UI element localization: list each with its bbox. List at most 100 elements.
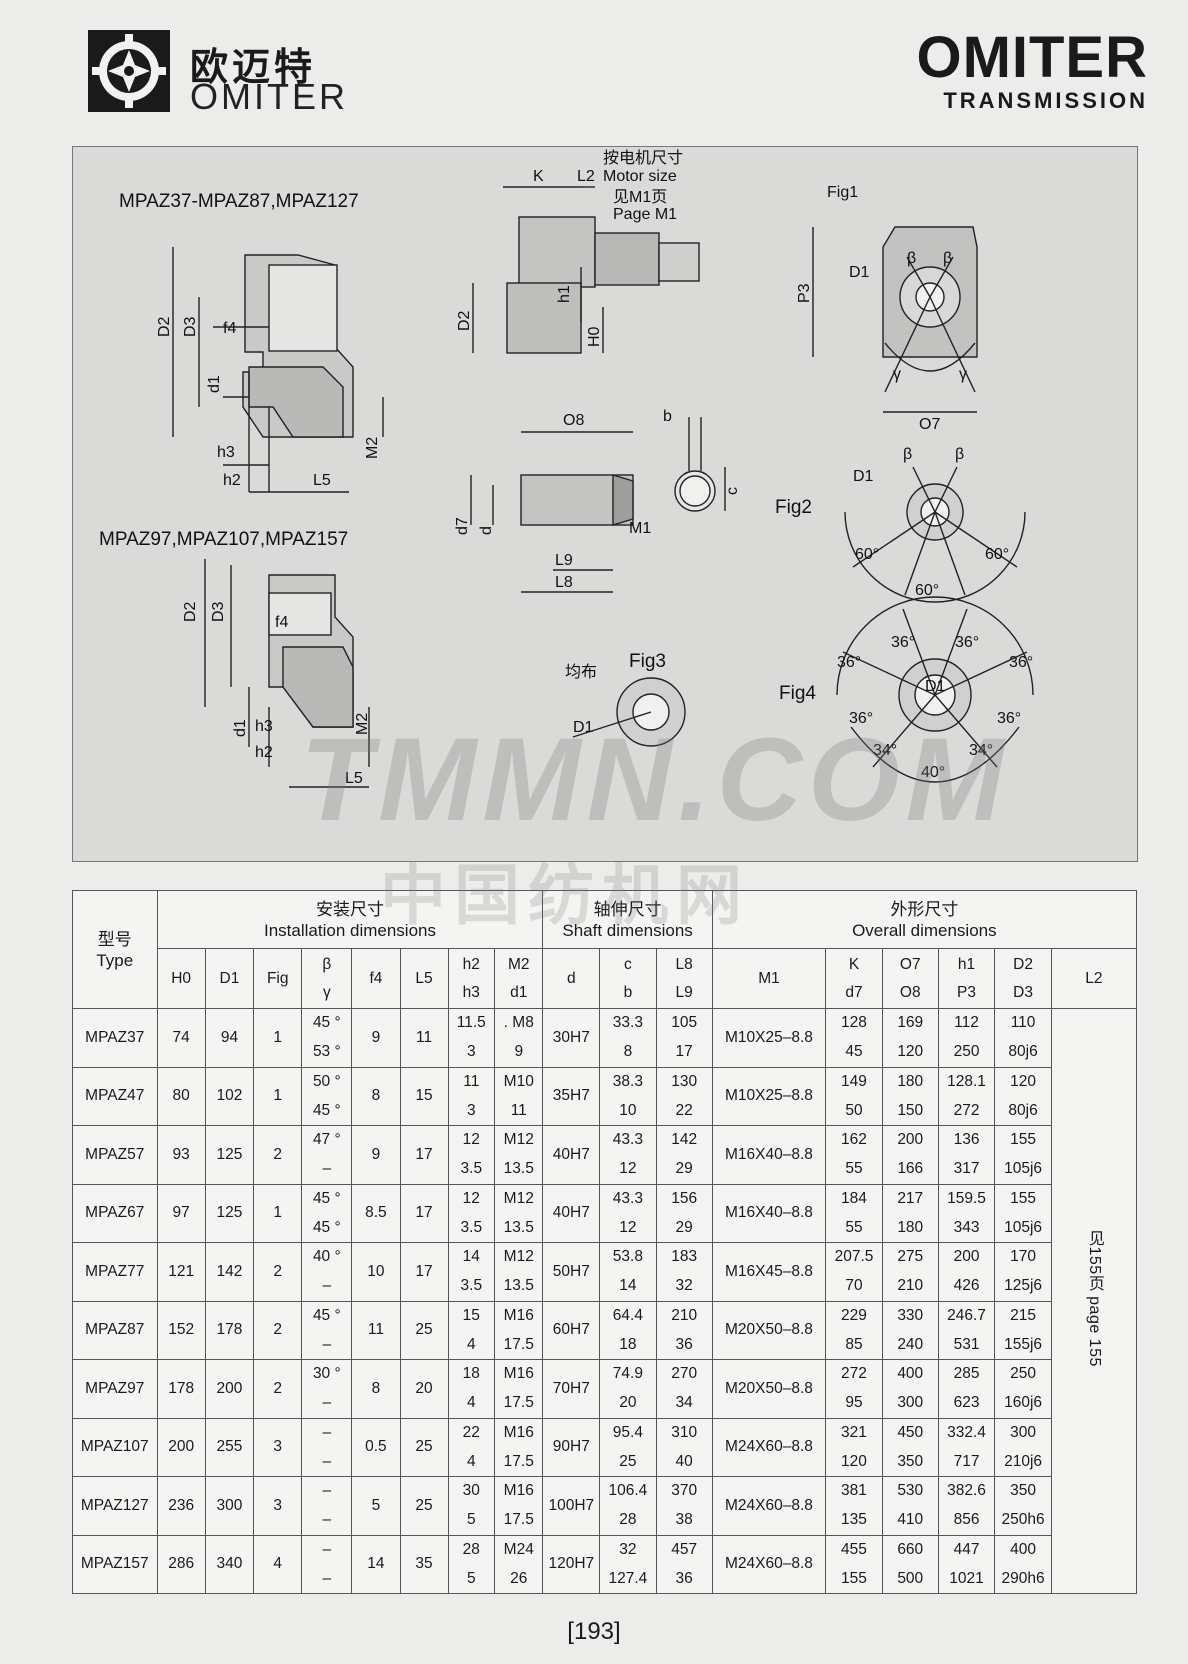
cell-fig: 4 [253, 1534, 303, 1594]
cell-type: MPAZ77 [72, 1242, 158, 1302]
cell-l5: 35 [399, 1534, 449, 1594]
label-36-3: 36° [955, 634, 979, 651]
cell-type: MPAZ87 [72, 1300, 158, 1360]
cell-d: 50H7 [542, 1242, 601, 1302]
label-36-6: 36° [997, 710, 1021, 727]
cell-l5: 20 [399, 1359, 449, 1419]
cell-f4: 0.5 [351, 1417, 401, 1477]
label-d2-b: D2 [182, 601, 199, 622]
cell-d1: 255 [204, 1417, 255, 1477]
label-60-r: 60° [985, 546, 1009, 563]
cell-beta-gamma: 45 °53 ° [301, 1008, 353, 1068]
cell-f4: 14 [351, 1534, 401, 1594]
uniform-label: 均布 [565, 663, 597, 681]
page-ref-en: Page M1 [613, 206, 677, 223]
label-60-b: 60° [915, 582, 939, 599]
cell-h0: 93 [156, 1125, 206, 1185]
label-36-5: 36° [849, 710, 873, 727]
label-d2-a: D2 [156, 316, 173, 337]
cell-type: MPAZ127 [72, 1476, 158, 1536]
group-overall: 外形尺寸 Overall dimensions [711, 890, 1138, 949]
label-m1: M1 [629, 520, 651, 537]
col-h0: H0 [156, 948, 206, 1009]
label-o8: O8 [563, 412, 584, 429]
motor-size-cn: 按电机尺寸 [603, 149, 683, 167]
cell-type: MPAZ97 [72, 1359, 158, 1419]
label-40: 40° [921, 764, 945, 781]
cell-m1: M16X40–8.8 [711, 1183, 827, 1243]
cell-l5: 15 [399, 1066, 449, 1126]
cell-h0: 74 [156, 1008, 206, 1068]
cell-d: 70H7 [542, 1359, 601, 1419]
drawing-title-b: MPAZ97,MPAZ107,MPAZ157 [99, 529, 348, 550]
cell-m1: M10X25–8.8 [711, 1008, 827, 1068]
label-d1-fig1: D1 [849, 264, 870, 281]
cell-fig: 1 [253, 1183, 303, 1243]
cell-m1: M16X45–8.8 [711, 1242, 827, 1302]
cell-fig: 2 [253, 1125, 303, 1185]
brand-right-subtitle: TRANSMISSION [943, 88, 1148, 113]
label-h2-a: h2 [223, 472, 241, 489]
cell-l5: 25 [399, 1476, 449, 1536]
label-gamma-l: γ [893, 366, 901, 383]
fig3-label: Fig3 [629, 651, 666, 672]
label-beta-fig2-l: β [903, 446, 912, 463]
spec-table: 型号 Type 安装尺寸 Installation dimensions 轴伸尺… [72, 890, 1138, 1594]
label-d: d [478, 526, 495, 535]
cell-d: 60H7 [542, 1300, 601, 1360]
label-d1-fig2: D1 [853, 468, 874, 485]
label-l5-a: L5 [313, 472, 331, 489]
cell-h0: 200 [156, 1417, 206, 1477]
label-36-2: 36° [891, 634, 915, 651]
cell-h0: 80 [156, 1066, 206, 1126]
cell-m1: M20X50–8.8 [711, 1359, 827, 1419]
cell-type: MPAZ37 [72, 1008, 158, 1068]
group-shaft: 轴伸尺寸 Shaft dimensions [542, 890, 713, 949]
fig4-label: Fig4 [779, 683, 816, 704]
cell-f4: 11 [351, 1300, 401, 1360]
label-d1-b: d1 [232, 719, 249, 737]
cell-d1: 125 [204, 1125, 255, 1185]
cell-type: MPAZ67 [72, 1183, 158, 1243]
cell-l5: 17 [399, 1242, 449, 1302]
cell-d1: 125 [204, 1183, 255, 1243]
cell-l5: 25 [399, 1300, 449, 1360]
label-c: c [724, 487, 741, 495]
label-d7: d7 [454, 517, 471, 535]
